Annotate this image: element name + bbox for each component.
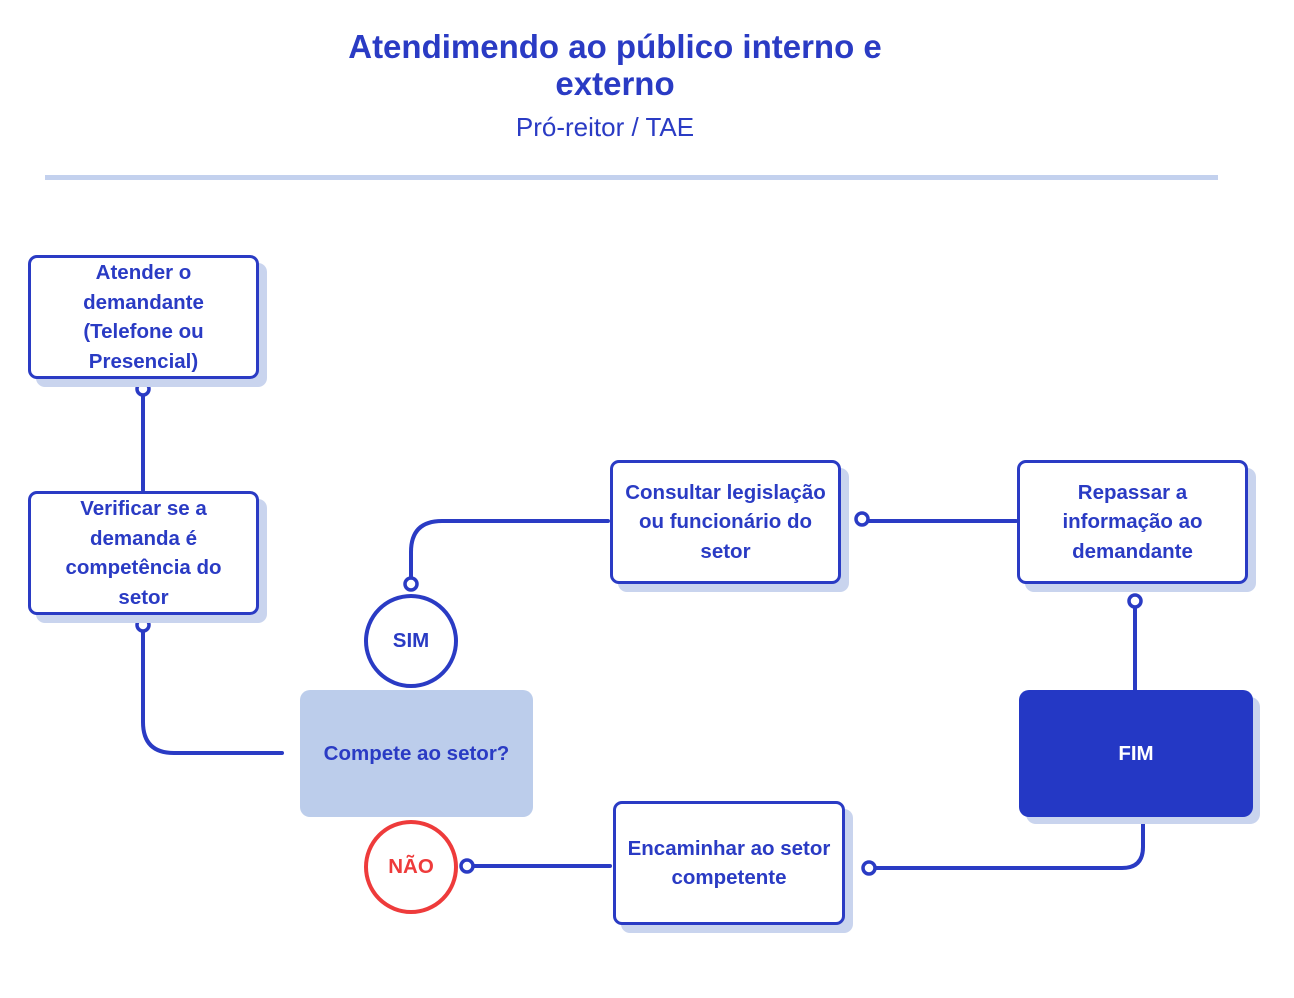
branch-sim: SIM	[364, 594, 458, 688]
connector-port	[1127, 593, 1143, 609]
step-verificar-competencia: Verificar se a demanda é competência do …	[28, 491, 259, 615]
step-encaminhar-setor: Encaminhar ao setor competente	[613, 801, 845, 925]
connector-port	[135, 381, 151, 397]
page-title: Atendimendo ao público interno e externo	[348, 28, 882, 102]
connector-verificar-compete	[141, 623, 284, 755]
step-consultar-legislacao: Consultar legislação ou funcionário do s…	[610, 460, 841, 584]
header-divider	[45, 175, 1218, 180]
branch-nao: NÃO	[364, 820, 458, 914]
connector-port	[854, 511, 870, 527]
step-repassar-informacao: Repassar a informação ao demandante	[1017, 460, 1248, 584]
decision-compete-ao-setor: Compete ao setor?	[300, 690, 533, 817]
connector-encaminhar-fim	[867, 816, 1145, 870]
end-fim: FIM	[1019, 690, 1253, 817]
connector-port	[403, 576, 419, 592]
connector-port	[459, 858, 475, 874]
connector-port	[135, 617, 151, 633]
connector-port	[861, 860, 877, 876]
step-atender-demandante: Atender o demandante (Telefone ou Presen…	[28, 255, 259, 379]
connector-sim-consultar	[409, 519, 610, 586]
page-subtitle: Pró-reitor / TAE	[515, 112, 695, 142]
